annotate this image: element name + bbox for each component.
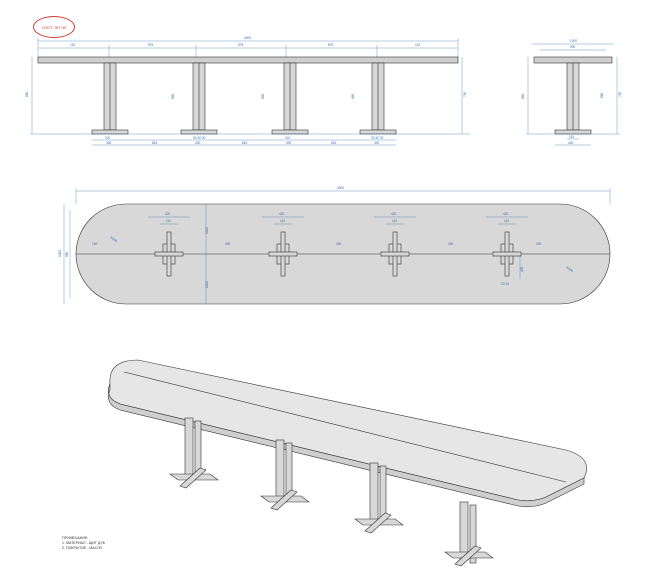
side-view: 1000 900 660 720 660 110 400 <box>521 39 622 146</box>
front-seg-1: 151 <box>70 43 76 47</box>
notes-title: ПРИМЕЧАНИЕ: <box>62 536 89 540</box>
front-leg-2 <box>180 62 218 135</box>
iso-center-joint <box>123 371 567 483</box>
front-seg-4: 876 <box>328 43 334 47</box>
front-total-height: 740 <box>463 91 467 97</box>
side-total-height: 720 <box>618 91 622 97</box>
plan-offset-left: 160 <box>92 242 98 246</box>
front-base-1: 400 <box>106 141 112 145</box>
plan-width: 1000 <box>58 250 62 257</box>
front-leg4-height: 660 <box>351 93 355 99</box>
front-base-3: 400 <box>286 141 292 145</box>
front-leg-1 <box>91 62 129 135</box>
plan-leg-cross-2: 420 110 <box>262 212 304 277</box>
side-leg-mid: 110 <box>569 135 574 139</box>
iso-view <box>108 359 587 567</box>
plan-gap-3: 490 <box>448 242 454 246</box>
front-leg-inner-2: 30 30 30 <box>193 136 206 140</box>
front-leg-4 <box>359 62 397 135</box>
plan-view: 4000 1000 880 R500 R500 1000 1000 160 16… <box>58 186 611 305</box>
front-leg2-height: 660 <box>171 93 175 99</box>
front-view: 4000 151 876 876 876 151 <box>25 36 470 146</box>
plan-cross-width-3: 420 <box>391 212 397 216</box>
plan-edge-bottom: 1000 <box>205 281 209 288</box>
front-overall-length: 4000 <box>244 36 251 40</box>
front-tabletop <box>37 56 459 64</box>
plan-cross-mid-3: 110 <box>392 219 397 223</box>
front-seg-5: 151 <box>415 43 421 47</box>
plan-radius-right: R500 <box>565 266 574 274</box>
plan-cross-mid-1: 110 <box>166 219 171 223</box>
plan-gap-2: 490 <box>336 242 342 246</box>
front-base-4: 400 <box>374 141 380 145</box>
notes-block: ПРИМЕЧАНИЕ: 1. МАТЕРИАЛ - ЩИТ ДУБ 2. ПОК… <box>62 536 105 551</box>
side-top-width: 900 <box>570 45 576 49</box>
plan-leg-cross-3: 420 110 <box>374 212 416 277</box>
front-seg-2: 876 <box>148 43 154 47</box>
front-leg-inner-4: 30 30 30 <box>371 136 384 140</box>
plan-cross-mid-2: 110 <box>280 219 285 223</box>
front-height: 660 <box>25 91 29 97</box>
iso-tabletop-edge <box>108 383 585 508</box>
plan-cross-width-1: 420 <box>165 212 171 216</box>
plan-overall-length: 4000 <box>337 186 344 190</box>
notes-line-1: 1. МАТЕРИАЛ - ЩИТ ДУБ <box>62 541 105 545</box>
plan-small-dim: 20 20 <box>501 282 509 286</box>
front-gap-2: 816 <box>242 141 248 145</box>
drawing-badge: СПОТ ЭП ЭЛ <box>33 16 75 38</box>
plan-cross-width-4: 420 <box>503 212 509 216</box>
iso-leg-1 <box>169 417 219 489</box>
plan-cross-width-2: 420 <box>279 212 285 216</box>
front-seg-3: 876 <box>238 43 244 47</box>
plan-leg-cross-4: 420 110 400 20 20 <box>486 212 528 286</box>
front-gap-3: 816 <box>331 141 337 145</box>
plan-gap-1: 490 <box>225 242 231 246</box>
side-width: 1000 <box>570 39 577 43</box>
plan-radius-left: R500 <box>109 236 118 244</box>
front-gap-1: 816 <box>152 141 158 145</box>
front-leg-mid-1: 110 <box>105 136 110 140</box>
plan-cross-mid-4: 110 <box>504 219 509 223</box>
plan-edge-top: 1000 <box>205 227 209 234</box>
iso-leg-3 <box>354 462 404 534</box>
side-tabletop <box>533 56 613 64</box>
plan-offset-right: 160 <box>536 242 542 246</box>
badge-text: СПОТ ЭП ЭЛ <box>41 24 67 30</box>
side-leg-height: 660 <box>600 92 604 98</box>
side-height: 660 <box>521 93 525 99</box>
iso-leg-2 <box>260 439 310 511</box>
front-leg-mid-3: 110 <box>285 136 290 140</box>
side-base-width: 400 <box>568 141 574 145</box>
plan-cross-height: 400 <box>520 266 524 272</box>
front-base-2: 400 <box>195 141 201 145</box>
front-leg-3 <box>271 62 309 135</box>
notes-line-2: 2. ПОКРЫТИЕ - МАСЛО <box>62 546 103 550</box>
iso-leg-4 <box>444 501 494 567</box>
plan-leg-cross-1: 420 110 <box>148 212 190 277</box>
side-base <box>554 129 592 135</box>
front-leg3-height: 660 <box>261 93 265 99</box>
plan-inner-width: 880 <box>65 251 69 257</box>
